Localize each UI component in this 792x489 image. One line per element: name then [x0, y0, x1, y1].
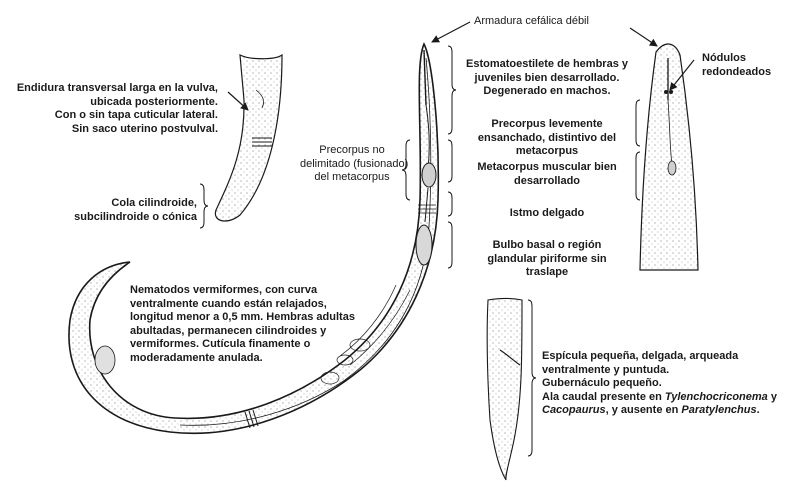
- taxon-tylenchocriconema: Tylenchocriconema: [664, 390, 768, 403]
- bulbo-line-3: traslape: [525, 266, 569, 278]
- metacorpus-bulb: [421, 162, 437, 188]
- armadura-text: Armadura cefálica débil: [474, 15, 589, 27]
- nodulos-line-1: Nódulos: [702, 52, 746, 64]
- precorpus-ensanchado-line-3: metacorpus: [515, 145, 579, 157]
- label-metacorpus: Metacorpus muscular bien desarrollado: [458, 161, 636, 188]
- metacorpus-line-2: desarrollado: [513, 174, 581, 187]
- espicula-l4a: Ala caudal presente en: [542, 390, 665, 403]
- arrow-to-nodules: [669, 59, 695, 91]
- label-nematodos: Nematodos vermiformes, con curva ventral…: [130, 284, 355, 365]
- istmo-text: Istmo delgado: [509, 207, 585, 219]
- precorpus-fusion-line-3: del metacorpus: [314, 171, 390, 183]
- cola-line-1: Cola cilindroide,: [111, 197, 197, 209]
- label-cola: Cola cilindroide, subcilindroide o cónic…: [40, 197, 197, 224]
- precorpus-ensanchado-line-1: Precorpus levemente: [491, 118, 603, 130]
- nematodos-line-6: moderadamente anulada.: [130, 351, 263, 364]
- metacorpus-line-1: Metacorpus muscular bien: [477, 161, 617, 173]
- arrow-to-sketch-head: [629, 27, 658, 47]
- head-sketch: [639, 43, 699, 271]
- nematodos-line-3: longitud menor a 0,5 mm. Hembras adultas: [130, 311, 355, 323]
- arrow-to-main-head: [431, 21, 471, 43]
- espicula-l4c: y: [767, 390, 777, 403]
- label-armadura: Armadura cefálica débil: [474, 15, 589, 29]
- espicula-l5d: .: [756, 404, 760, 416]
- precorpus-fusion-line-2: delimitado (fusionado): [300, 157, 409, 170]
- vulva-tail-sketch: [214, 53, 283, 222]
- bulbo-line-1: Bulbo basal o región: [492, 239, 602, 251]
- precorpus-ensanchado-line-2: ensanchado, distintivo del: [477, 131, 617, 144]
- estomatoestilete-line-1: Estomatoestilete de hembras y: [465, 58, 628, 70]
- basal-bulb: [415, 224, 433, 266]
- label-precorpus-ensanchado: Precorpus levemente ensanchado, distinti…: [458, 118, 636, 159]
- precorpus-fusion-line-1: Precorpus no: [319, 144, 385, 156]
- taxon-paratylenchus: Paratylenchus: [681, 404, 757, 416]
- label-espicula: Espícula pequeña, delgada, arqueada vent…: [542, 350, 777, 418]
- male-tail-sketch: [486, 297, 523, 481]
- label-estomatoestilete: Estomatoestilete de hembras y juveniles …: [458, 58, 636, 99]
- espicula-line-4: Ala caudal presente en Tylenchocriconema…: [542, 391, 777, 405]
- label-precorpus-fusion: Precorpus no delimitado (fusionado) del …: [300, 144, 409, 185]
- nodulos-line-2: redondeados: [702, 65, 772, 78]
- espicula-line-2: ventralmente y puntuda.: [542, 363, 670, 376]
- label-nodulos: Nódulos redondeados: [702, 52, 771, 79]
- vulva-line-1: Endidura transversal larga en la vulva,: [16, 82, 218, 94]
- nematodos-line-2: ventralmente cuando están relajados,: [130, 297, 327, 310]
- espicula-l5b: , y ausente en: [605, 404, 682, 416]
- label-vulva: Endidura transversal larga en la vulva, …: [6, 82, 218, 136]
- stylet-line: [423, 49, 427, 106]
- taxon-cacopaurus: Cacopaurus: [542, 404, 606, 416]
- espicula-line-1: Espícula pequeña, delgada, arqueada: [542, 350, 739, 362]
- nematodos-line-1: Nematodos vermiformes, con curva: [130, 284, 318, 296]
- label-bulbo: Bulbo basal o región glandular piriforme…: [458, 239, 636, 280]
- label-istmo: Istmo delgado: [458, 207, 636, 221]
- espicula-line-5: Cacopaurus, y ausente en Paratylenchus.: [542, 404, 777, 418]
- nematodos-line-5: vermiformes. Cutícula finamente o: [130, 338, 311, 350]
- bulbo-line-2: glandular piriforme sin: [487, 252, 607, 265]
- main-nematode-body: [68, 42, 440, 435]
- vulva-line-3: Con o sin tapa cuticular lateral.: [54, 109, 218, 121]
- estomatoestilete-line-3: Degenerado en machos.: [483, 85, 611, 97]
- espicula-line-3: Gubernáculo pequeño.: [542, 377, 662, 389]
- vulva-line-2: ubicada posteriormente.: [90, 95, 218, 108]
- nematodos-line-4: abultadas, permanecen cilindroides y: [130, 324, 327, 337]
- estomatoestilete-line-2: juveniles bien desarrollado.: [474, 71, 620, 84]
- vulva-line-4: Sin saco uterino postvulval.: [71, 122, 218, 135]
- arrow-to-vulva: [227, 91, 249, 111]
- brackets: [199, 45, 641, 457]
- cola-line-2: subcilindroide o cónica: [74, 210, 197, 223]
